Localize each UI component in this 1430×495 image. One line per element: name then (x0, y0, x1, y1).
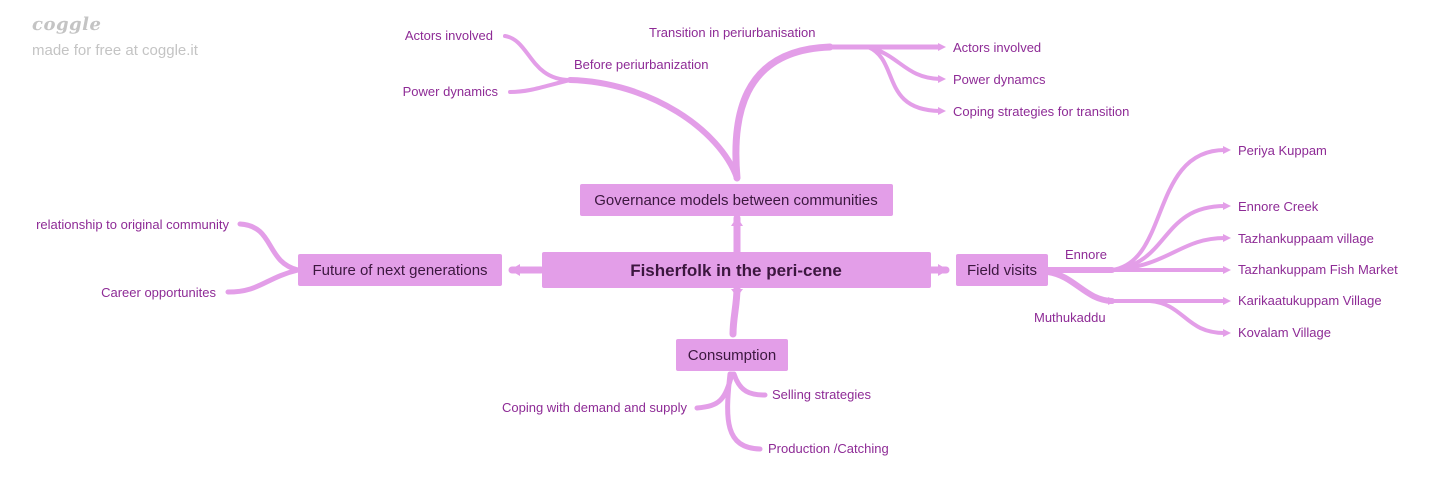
governance-node-box[interactable] (580, 184, 893, 216)
branch-muthukaddu-kovalam (1148, 299, 1227, 335)
consumption-node-label: Consumption (688, 347, 776, 364)
consumption-selling-label: Selling strategies (772, 387, 871, 402)
branch-field-muthukaddu (1045, 269, 1115, 304)
arrow-market (1223, 266, 1231, 274)
branch-ennore-creek (1110, 204, 1227, 272)
before-actors-label: Actors involved (405, 28, 493, 43)
branch-future-career (225, 267, 301, 295)
future-node-label: Future of next generations (312, 262, 487, 279)
ennore-market-label: Tazhankuppam Fish Market (1238, 262, 1398, 277)
branch-before-actors (503, 34, 572, 82)
arrow-muthukaddu (1108, 297, 1116, 305)
future-relationship-label: relationship to original community (36, 217, 229, 232)
transition-coping-label: Coping strategies for transition (953, 104, 1129, 119)
branch-governance-before (567, 77, 740, 181)
branch-consumption-selling (731, 371, 768, 398)
branch-ennore-periya (1110, 148, 1227, 272)
future-node-box[interactable] (298, 254, 502, 286)
branch-before-power (508, 78, 572, 94)
branch-transition-coping (866, 45, 942, 113)
field-visits-node-box[interactable] (956, 254, 1048, 286)
arrow-kovalam (1223, 329, 1231, 337)
arrow-creek (1223, 202, 1231, 210)
arrow-transition-coping (938, 107, 946, 115)
branch-ennore-village (1110, 236, 1227, 272)
consumption-production-label: Production /Catching (768, 441, 889, 456)
arrow-root-field (938, 264, 948, 276)
ennore-creek-label: Ennore Creek (1238, 199, 1319, 214)
root-node-label: Fisherfolk in the peri-cene (630, 261, 842, 280)
transition-power-label: Power dynamcs (953, 72, 1046, 87)
transition-periurbanisation-label: Transition in periurbanisation (649, 25, 815, 40)
arrow-root-future (510, 264, 520, 276)
muthukaddu-label: Muthukaddu (1034, 310, 1106, 325)
ennore-label: Ennore (1065, 247, 1107, 262)
arrow-periya (1223, 146, 1231, 154)
field-visits-node-label: Field visits (967, 262, 1037, 279)
future-career-label: Career opportunites (101, 285, 216, 300)
arrow-root-consumption (731, 289, 743, 297)
before-power-label: Power dynamics (403, 84, 499, 99)
branch-future-relationship (237, 221, 301, 273)
governance-node-label: Governance models between communities (594, 192, 877, 209)
before-periurbanization-label: Before periurbanization (574, 57, 708, 72)
arrow-root-governance (731, 217, 743, 226)
branch-governance-transition (732, 43, 834, 182)
muthukaddu-karikaatu-label: Karikaatukuppam Village (1238, 293, 1382, 308)
watermark-text: made for free at coggle.it (32, 42, 198, 59)
muthukaddu-kovalam-label: Kovalam Village (1238, 325, 1331, 340)
arrow-village (1223, 234, 1231, 242)
branch-consumption-production (725, 371, 763, 452)
arrow-karikaatu (1223, 297, 1231, 305)
root-node-box[interactable] (542, 252, 931, 288)
coggle-logo: coggle (32, 14, 102, 35)
branch-transition-power (866, 45, 942, 81)
arrow-transition-power (938, 75, 946, 83)
ennore-periya-label: Periya Kuppam (1238, 143, 1327, 158)
ennore-village-label: Tazhankuppaam village (1238, 231, 1374, 246)
transition-actors-label: Actors involved (953, 40, 1041, 55)
coggle-watermark: coggle made for free at coggle.it (32, 14, 198, 66)
consumption-coping-label: Coping with demand and supply (502, 400, 688, 415)
consumption-node-box[interactable] (676, 339, 788, 371)
arrow-transition-actors (938, 43, 946, 51)
